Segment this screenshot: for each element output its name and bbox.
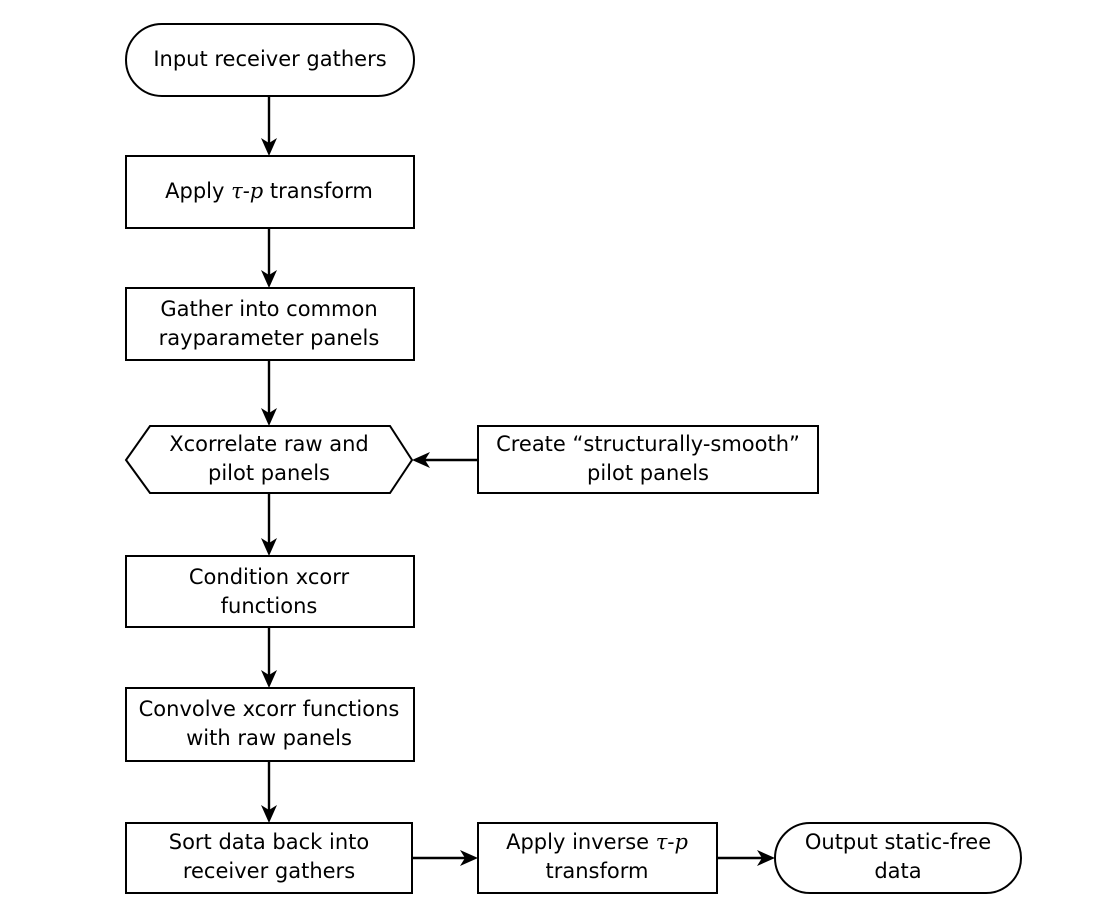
node-xcorrelate-panels: Xcorrelate raw and pilot panels [124,425,414,494]
node-label-line-2: functions [221,594,318,618]
node-apply-inverse-tau-p: Apply inverse τ-p transform [477,822,718,894]
node-gather-into-panels: Gather into common rayparameter panels [125,287,415,361]
node-label-line-1: Sort data back into [169,830,370,854]
node-label-line-1: Xcorrelate raw and [169,432,369,456]
node-label-line-1: Create “structurally-smooth” [496,432,800,456]
edge-condition-to-convolve [261,627,277,688]
node-label-line-2: receiver gathers [183,859,355,883]
edge-taup-to-gather [261,228,277,288]
node-output-static-free-data: Output static-free data [774,822,1022,894]
node-label-line-2: pilot panels [208,461,330,485]
node-label-line-2: transform [546,859,649,883]
edge-gather-to-xcorr [261,360,277,426]
node-label-line-2: rayparameter panels [159,326,380,350]
edge-input-to-taup [261,96,277,156]
node-create-pilot-panels: Create “structurally-smooth” pilot panel… [477,425,819,494]
node-label-line-2: with raw panels [186,726,352,750]
node-label: Apply τ-p transform [165,179,373,204]
node-label-line-1: Apply inverse τ-p [506,830,688,855]
node-label-line-1: Condition xcorr [189,565,350,589]
node-label-line-2: pilot panels [587,461,709,485]
node-apply-tau-p-transform: Apply τ-p transform [125,155,415,229]
node-convolve-xcorr: Convolve xcorr functions with raw panels [125,687,415,762]
node-condition-xcorr: Condition xcorr functions [125,555,415,628]
edge-pilot-to-xcorr [412,452,478,468]
edge-convolve-to-sort [261,761,277,823]
edge-xcorr-to-condition [261,493,277,556]
edge-inverse-to-output [717,850,775,866]
node-label: Input receiver gathers [153,47,386,71]
node-label-line-1: Convolve xcorr functions [139,697,400,721]
edges [261,96,775,866]
node-label-line-2: data [874,859,921,883]
node-sort-data-back: Sort data back into receiver gathers [125,822,413,894]
node-label-line-1: Gather into common [160,297,377,321]
edge-sort-to-inverse [412,850,478,866]
node-input-receiver-gathers: Input receiver gathers [125,23,415,97]
node-label-line-1: Output static-free [805,830,991,854]
